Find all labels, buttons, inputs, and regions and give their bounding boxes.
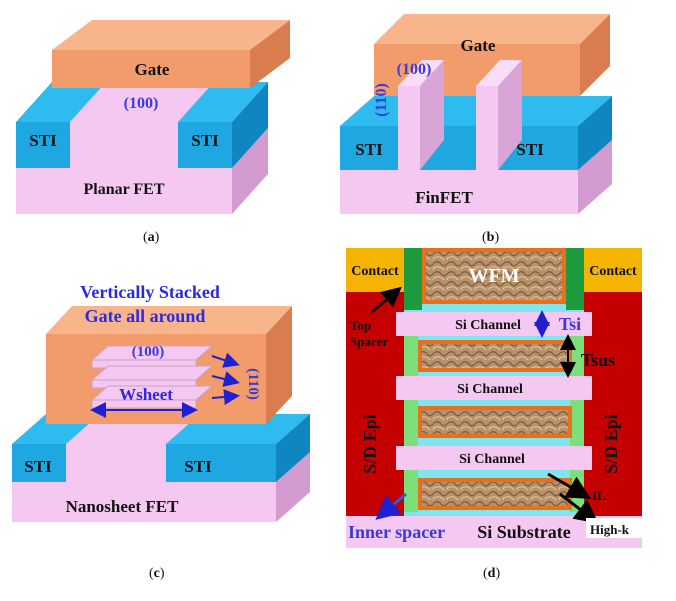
panel-d-inner-spacer-label: Inner spacer [348,522,445,542]
panel-d-contact-left: Contact [351,264,399,279]
panel-a-sti-right: STI [191,131,219,150]
caption-a-letter: a [147,230,155,245]
caption-a: (a) [143,230,159,246]
caption-d: (d) [483,566,500,582]
panel-d-sd-right: S/D Epi [601,414,621,474]
panel-d-tsi-label: Tsi [559,314,581,334]
panel-d-contact-right: Contact [589,264,637,279]
panel-c-sti-left: STI [24,457,52,476]
caption-d-open: ( [483,566,488,581]
caption-c-open: ( [149,566,154,581]
panel-d-substrate-label: Si Substrate [477,522,571,542]
caption-b-letter: b [486,230,495,245]
panel-b-device-label: FinFET [415,188,473,207]
caption-c-close: ) [159,566,165,581]
panel-c-orientation-top: (100) [132,344,165,360]
panel-d-top-spacer-line2: Spacer [350,334,389,349]
panel-d-highk-label: High-k [590,522,630,537]
panel-c: Vertically Stacked Gate all around (100)… [12,282,310,522]
panel-c-sti-right: STI [184,457,212,476]
panel-c-side-arrow-2 [211,371,240,387]
panel-d-sd-left: S/D Epi [360,414,380,474]
panel-c-title-line1: Vertically Stacked [80,282,220,302]
panel-a-sti-left: STI [29,131,57,150]
panel-b-sti-right: STI [516,140,544,159]
panel-b-sti-left: STI [355,140,383,159]
panel-d-inner-spacer-arrow [375,492,407,520]
panel-d-channel-3: Si Channel [459,452,525,467]
panel-d-tsus-label: Tsus [581,350,615,370]
caption-d-letter: d [487,566,496,581]
panel-d-top-spacer-line1: Top [350,318,371,333]
panel-d-il-arrow [547,472,592,500]
caption-b-close: ) [494,230,500,245]
caption-d-close: ) [495,566,501,581]
panel-d-channel-1: Si Channel [455,318,521,333]
panel-d-il-label: IL [592,488,606,503]
panel-a: Gate (100) STI STI Planar FET [16,20,290,214]
panel-b-orientation-top: (100) [397,61,432,78]
caption-a-open: ( [143,230,148,245]
panel-a-gate-label: Gate [135,60,170,79]
panel-b: Gate (100) (110) STI STI FinFET [340,14,612,214]
caption-b-open: ( [482,230,487,245]
panel-c-device-label: Nanosheet FET [66,497,180,516]
panel-c-side-arrow-1 [211,352,240,368]
panel-c-width-label: Wsheet [119,385,173,404]
panel-c-side-arrow-3 [211,389,240,405]
caption-b: (b) [482,230,499,246]
panel-c-title-line2: Gate all around [85,306,206,326]
panel-b-gate-label: Gate [461,36,496,55]
panel-c-orientation-side: (110) [245,368,261,400]
caption-c-letter: c [153,566,160,581]
panel-b-orientation-side: (110) [373,83,390,117]
panel-a-orientation: (100) [124,95,159,112]
caption-c: (c) [149,566,165,582]
panel-d: Contact Contact WFM Top Spacer Si Channe… [346,248,642,548]
panel-d-top-spacer-arrow [371,286,402,313]
panel-d-wfm-label: WFM [468,265,519,287]
caption-a-close: ) [154,230,160,245]
panel-a-device-label: Planar FET [83,181,164,198]
panel-d-highk-arrow [559,492,599,524]
panel-d-channel-2: Si Channel [457,382,523,397]
